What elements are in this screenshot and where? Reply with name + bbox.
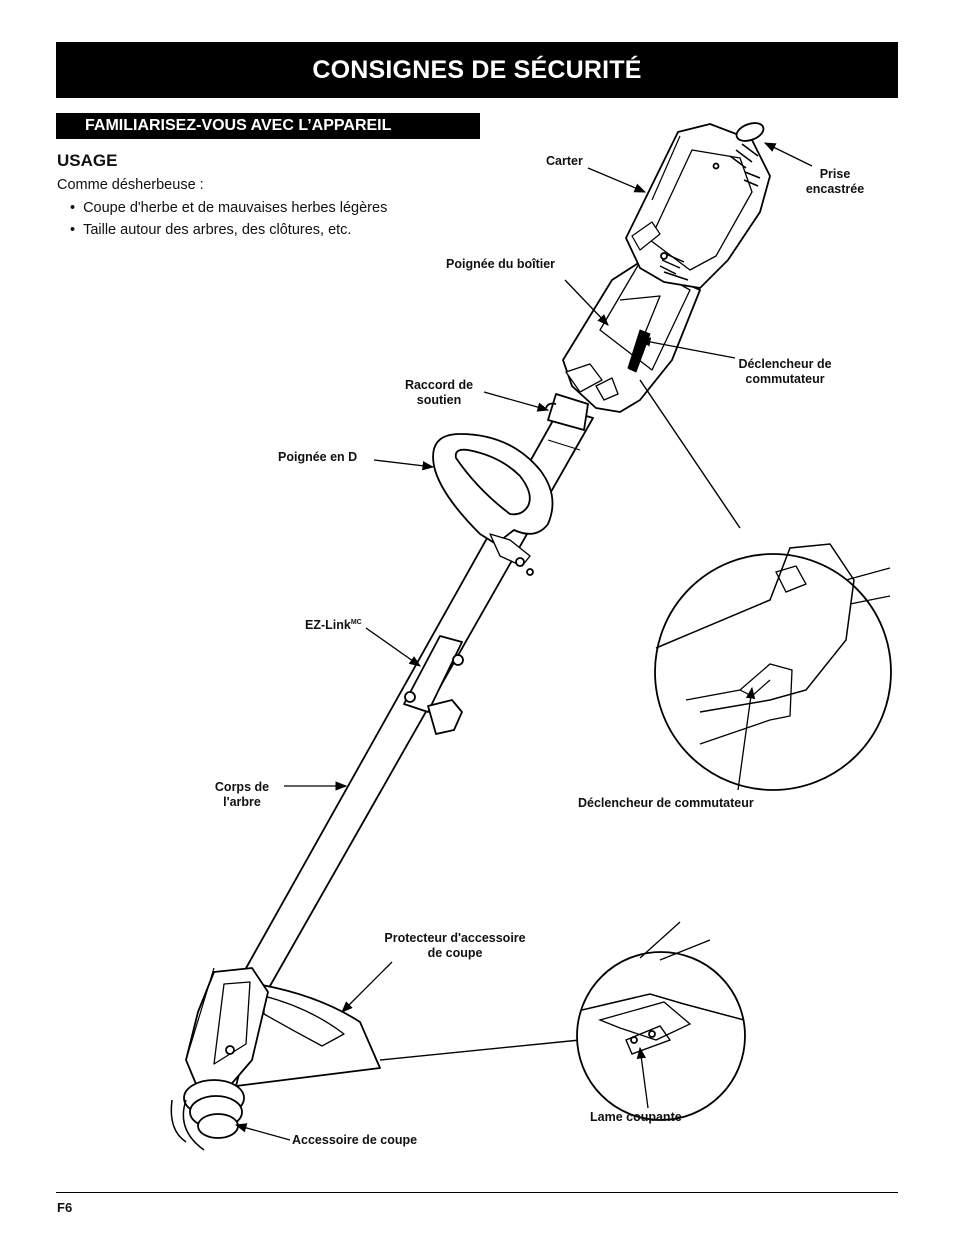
- label-declencheur: Déclencheur de commutateur: [726, 357, 844, 387]
- label-poignee-d: Poignée en D: [278, 450, 358, 464]
- arrow-poignee-boitier: [564, 279, 609, 326]
- label-accessoire: Accessoire de coupe: [292, 1133, 418, 1147]
- recessed-plug: [735, 122, 765, 142]
- motor-housing: [625, 123, 771, 289]
- label-carter: Carter: [546, 154, 583, 168]
- list-item: Coupe d'herbe et de mauvaises herbes lég…: [70, 200, 387, 216]
- label-raccord-line1: Raccord de: [404, 378, 474, 392]
- label-corps: Corps de l'arbre: [206, 780, 278, 810]
- support-coupler: [547, 393, 589, 431]
- label-declencheur-line1: Déclencheur de: [738, 357, 832, 371]
- ezlink-coupler: [403, 635, 463, 713]
- label-declencheur-line2: commutateur: [745, 372, 825, 386]
- list-item: Taille autour des arbres, des clôtures, …: [70, 222, 387, 238]
- arrow-declencheur: [638, 337, 736, 359]
- ezlink-knob: [427, 699, 463, 735]
- label-corps-line1: Corps de: [214, 780, 270, 794]
- trigger-detail: [654, 543, 892, 791]
- arrow-carter: [587, 167, 647, 193]
- arrow-raccord: [483, 391, 550, 412]
- label-ezlink: EZ-LinkMC: [305, 615, 362, 633]
- label-declencheur-detail: Déclencheur de commutateur: [578, 796, 754, 810]
- label-ezlink-sup: MC: [350, 619, 362, 626]
- label-prise: Prise encastrée: [798, 167, 872, 197]
- footer-rule: [56, 1192, 898, 1193]
- page-title: CONSIGNES DE SÉCURITÉ: [56, 42, 898, 98]
- label-protecteur: Protecteur d'accessoire de coupe: [372, 931, 538, 961]
- label-lame: Lame coupante: [590, 1110, 682, 1124]
- arrow-poignee-d: [373, 459, 435, 471]
- label-corps-line2: l'arbre: [223, 795, 261, 809]
- label-protecteur-line1: Protecteur d'accessoire: [384, 931, 526, 945]
- usage-heading: USAGE: [57, 151, 118, 170]
- arrow-lame: [636, 1046, 649, 1109]
- label-prise-line1: Prise: [819, 167, 851, 181]
- trimmer-illustration: [170, 122, 771, 1151]
- label-ezlink-text: EZ-Link: [305, 618, 351, 632]
- label-protecteur-line2: de coupe: [427, 946, 483, 960]
- arrow-declencheur-detail: [737, 686, 756, 791]
- arrow-protecteur: [341, 961, 393, 1013]
- label-prise-line2: encastrée: [805, 182, 865, 196]
- usage-intro: Comme désherbeuse :: [57, 177, 204, 193]
- label-raccord: Raccord de soutien: [396, 378, 482, 408]
- blade-detail: [576, 921, 746, 1121]
- section-heading: FAMILIARISEZ-VOUS AVEC L’APPAREIL: [56, 113, 480, 139]
- label-raccord-line2: soutien: [416, 393, 462, 407]
- arrow-accessoire: [234, 1123, 291, 1141]
- page-number: F6: [57, 1200, 73, 1215]
- label-poignee-boitier: Poignée du boîtier: [446, 257, 556, 271]
- arrow-prise: [763, 142, 813, 167]
- usage-list: Coupe d'herbe et de mauvaises herbes lég…: [70, 200, 387, 244]
- arrow-ezlink: [365, 627, 421, 667]
